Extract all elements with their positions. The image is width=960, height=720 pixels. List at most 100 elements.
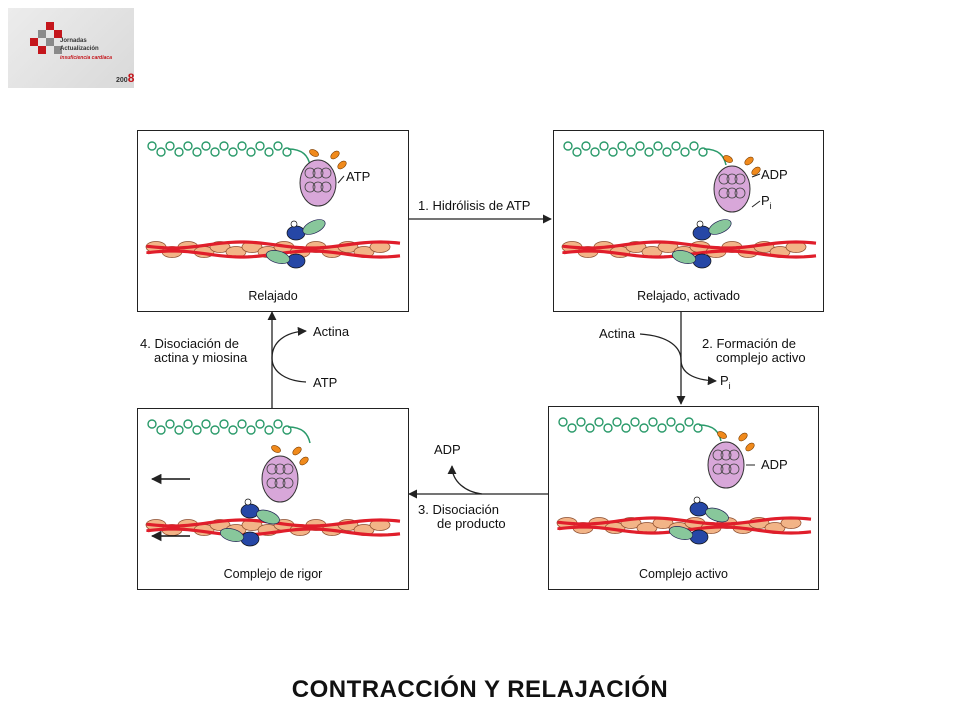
coil-loop	[312, 181, 324, 193]
step2-label-line1: 2. Formación de	[702, 336, 796, 351]
coil-loop	[219, 141, 229, 151]
troponin-i	[689, 501, 709, 517]
coil-loop	[274, 463, 286, 475]
coil-loop	[320, 181, 332, 193]
troponin-complex	[668, 496, 729, 545]
myosin-head	[707, 431, 755, 489]
troponin-t	[256, 509, 280, 525]
atp-in-arrow	[271, 357, 307, 383]
coil-loop	[639, 423, 649, 433]
light-chain	[299, 456, 309, 466]
coil-loop	[594, 417, 604, 427]
coil-loop	[608, 147, 618, 157]
troponin-i	[692, 253, 712, 269]
coil-loop	[210, 425, 220, 435]
troponin-i	[692, 225, 712, 241]
coil-loop	[210, 147, 220, 157]
nucleotide-pointer	[751, 173, 761, 178]
coil-loop	[718, 187, 730, 199]
coil-loop	[734, 173, 746, 185]
troponin-c	[290, 220, 298, 228]
coil-loop	[282, 463, 294, 475]
troponin-complex	[671, 219, 732, 269]
troponin-i	[286, 225, 306, 241]
logo-mark-square	[46, 22, 54, 30]
troponin-complex	[265, 219, 326, 269]
step2-input-label: Actina	[599, 326, 636, 341]
myosin-neck	[698, 424, 722, 442]
coil-loop	[192, 425, 202, 435]
coil-loop	[653, 141, 663, 151]
light-chain	[744, 156, 754, 166]
myosin-head-body	[707, 441, 745, 489]
nucleotide-label: ADP	[761, 167, 788, 182]
step3-output-label: ADP	[434, 442, 461, 457]
coil-loop	[635, 141, 645, 151]
phosphate-pointer	[751, 200, 761, 208]
coil-loop	[273, 141, 283, 151]
coil-loop	[228, 147, 238, 157]
step3-label-line1: 3. Disociación	[418, 502, 499, 517]
coil-loop	[165, 141, 175, 151]
actina-in-arrow	[639, 333, 682, 361]
conference-logo: Jornadas Actualización insuficiencia car…	[8, 8, 134, 88]
coil-loop	[274, 477, 286, 489]
phosphate-label: Pi	[761, 193, 772, 211]
coil-loop	[644, 147, 654, 157]
coil-loop	[648, 417, 658, 427]
coil-loop	[726, 187, 738, 199]
troponin-t	[668, 526, 694, 540]
coil-loop	[576, 417, 586, 427]
coil-loop	[698, 147, 708, 157]
coil-loop	[558, 417, 568, 427]
myosin-head-body	[713, 165, 751, 213]
troponin-i	[286, 253, 306, 269]
logo-line-3: insuficiencia cardiaca	[60, 55, 112, 61]
light-chain	[717, 431, 727, 439]
coil-loop	[671, 141, 681, 151]
relaxed-crossbridge-illustration	[145, 141, 401, 269]
coil-loop	[693, 423, 703, 433]
troponin-t	[265, 250, 291, 264]
coil-loop	[282, 147, 292, 157]
myosin-rod	[563, 141, 708, 157]
troponin-t	[705, 507, 729, 523]
logo-mark-square	[54, 30, 62, 38]
logo-year: 2008	[116, 71, 135, 85]
coil-loop	[246, 147, 256, 157]
step2-output-label: Pi	[720, 373, 731, 391]
step3-label-line2: de producto	[437, 516, 506, 531]
troponin-c	[244, 498, 252, 506]
coil-loop	[320, 167, 332, 179]
light-chain	[271, 445, 281, 453]
state-caption: Complejo activo	[639, 567, 728, 581]
step4-label-line2: actina y miosina	[154, 350, 248, 365]
state-relajado-activado-panel: ADP Pi Relajado, activado	[553, 130, 824, 312]
logo-mark-square	[54, 46, 62, 54]
troponin-t	[219, 528, 245, 542]
troponin-i	[240, 531, 260, 547]
coil-loop	[590, 147, 600, 157]
coil-loop	[273, 419, 283, 429]
step4-input-label: ATP	[313, 375, 338, 390]
coil-loop	[304, 167, 316, 179]
coil-loop	[585, 423, 595, 433]
myosin-head	[713, 155, 761, 213]
troponin-c	[696, 220, 704, 228]
logo-mark-square	[30, 38, 38, 46]
troponin-i	[240, 503, 260, 519]
coil-loop	[219, 419, 229, 429]
pi-out-arrow	[680, 359, 717, 386]
coil-loop	[662, 147, 672, 157]
coil-loop	[680, 147, 690, 157]
coil-loop	[728, 463, 740, 475]
coil-loop	[147, 141, 157, 151]
light-chain	[337, 160, 347, 170]
coil-loop	[621, 423, 631, 433]
coil-loop	[726, 173, 738, 185]
light-chain	[723, 155, 733, 163]
coil-loop	[255, 141, 265, 151]
coil-loop	[603, 423, 613, 433]
troponin-t	[708, 219, 732, 235]
myosin-neck	[703, 148, 727, 166]
